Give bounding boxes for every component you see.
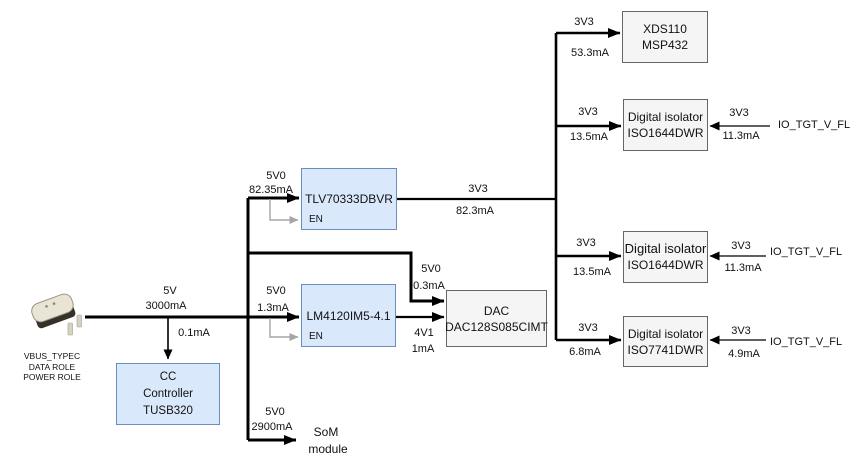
block-digital-isolator-1: Digital isolator ISO1644DWR: [623, 99, 708, 151]
label-dac5v-voltage: 5V0: [421, 263, 441, 275]
label-lm-in-voltage: 5V0: [266, 285, 286, 297]
block-dac-line2: DAC128S085CIMT: [445, 319, 548, 334]
source-net-line1: VBUS_TYPEC: [23, 351, 81, 361]
label-xds-current: 53.3mA: [571, 47, 609, 59]
label-iso3-side-current: 4.9mA: [728, 348, 760, 360]
label-tlv-out-current: 82.3mA: [456, 205, 494, 217]
source-net-line3: POWER ROLE: [23, 372, 81, 382]
wire-dac-5v: [248, 251, 445, 306]
label-iso1-side-current: 11.3mA: [722, 130, 760, 142]
label-iso1-in-current: 13.5mA: [570, 131, 608, 143]
label-lm-in-current: 1.3mA: [257, 302, 289, 314]
block-iso2-line2: ISO1644DWR: [627, 258, 704, 272]
usb-typec-connector-icon: [28, 293, 88, 343]
som-module-line2: module: [308, 442, 348, 456]
label-som-voltage: 5V0: [265, 406, 285, 418]
block-iso1-line1: Digital isolator: [627, 110, 704, 124]
block-iso3-line2: ISO7741DWR: [627, 342, 704, 357]
block-digital-isolator-2: Digital isolator ISO1644DWR: [623, 231, 708, 283]
wire-tlv-en: [269, 199, 299, 224]
label-dac5v-current: 0.3mA: [413, 280, 445, 292]
tlv-en-pin-label: EN: [309, 214, 323, 225]
block-dac-line1: DAC: [483, 303, 510, 318]
block-cc-line2: Controller: [143, 387, 193, 400]
label-iso3-in-current: 6.8mA: [569, 346, 601, 358]
block-iso3-line1: Digital isolator: [627, 326, 704, 341]
lm-en-pin-label: EN: [309, 331, 323, 342]
som-module-line1: SoM: [313, 425, 339, 439]
block-cc-line1: CC: [159, 370, 177, 383]
block-tlv-name: TLV70333DBVR: [305, 192, 393, 206]
label-som-current: 2900mA: [251, 421, 293, 433]
block-xds110-msp432: XDS110 MSP432: [622, 11, 708, 63]
label-lm-out-voltage: 4V1: [414, 327, 434, 339]
block-digital-isolator-3: Digital isolator ISO7741DWR: [623, 316, 708, 367]
block-cc-line3: TUSB320: [143, 404, 193, 417]
block-iso1-line2: ISO1644DWR: [627, 126, 704, 140]
block-tlv70333-ldo: TLV70333DBVR EN: [301, 168, 397, 230]
block-xds-line1: XDS110: [643, 22, 687, 36]
block-lm4120-reference: LM4120IM5-4.1 EN: [301, 284, 396, 347]
source-net-line2: DATA ROLE: [28, 361, 76, 372]
label-tlv-in-current: 82.35mA: [248, 184, 294, 196]
block-iso2-line1: Digital isolator: [624, 241, 707, 256]
wire-lm-en: [269, 318, 299, 341]
label-vbus-voltage: 5V: [163, 285, 177, 297]
label-lm-out-current: 1mA: [411, 343, 435, 355]
label-tlv-in-voltage: 5V0: [266, 170, 286, 182]
label-xds-voltage: 3V3: [574, 16, 594, 28]
label-iso2-side-net: IO_TGT_V_FL: [770, 246, 843, 258]
block-dac: DAC DAC128S085CIMT: [445, 290, 548, 347]
label-tlv-out-voltage: 3V3: [468, 183, 488, 195]
label-iso2-side-current: 11.3mA: [724, 262, 762, 274]
label-iso2-side-voltage: 3V3: [731, 240, 751, 252]
label-vbus-current: 3000mA: [145, 300, 187, 312]
block-xds-line2: MSP432: [641, 38, 689, 52]
label-iso3-side-voltage: 3V3: [731, 325, 751, 337]
block-lm-name: LM4120IM5-4.1: [306, 308, 391, 323]
label-iso3-in-voltage: 3V3: [578, 322, 598, 334]
label-iso1-side-net: IO_TGT_V_FL: [778, 119, 851, 131]
block-cc-controller: CC Controller TUSB320: [116, 363, 220, 425]
source-net-label: VBUS_TYPEC DATA ROLE POWER ROLE: [8, 351, 96, 383]
label-iso2-in-current: 13.5mA: [573, 266, 611, 278]
label-cc-branch-current: 0.1mA: [178, 327, 210, 339]
label-iso2-in-voltage: 3V3: [576, 237, 596, 249]
label-iso3-side-net: IO_TGT_V_FL: [770, 336, 843, 348]
label-iso1-side-voltage: 3V3: [729, 107, 749, 119]
label-iso1-in-voltage: 3V3: [578, 106, 598, 118]
